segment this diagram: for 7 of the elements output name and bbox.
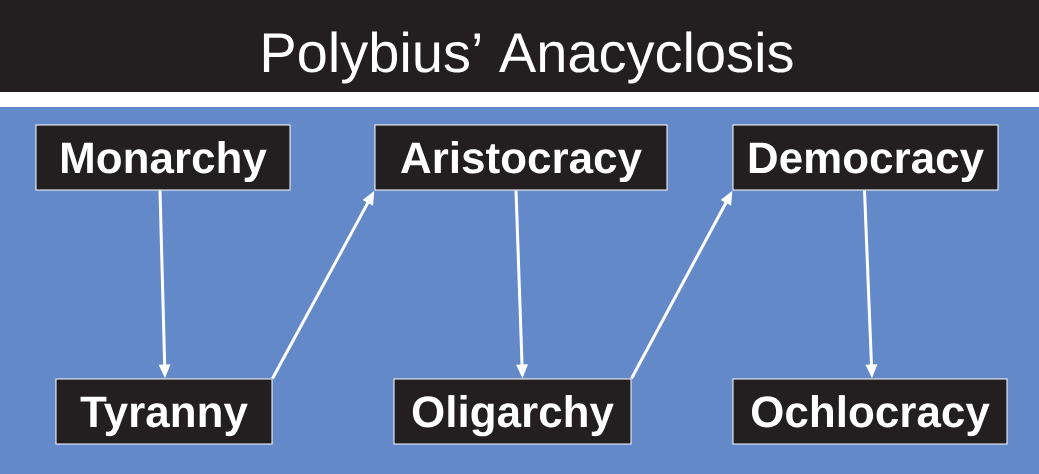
government-box: Ochlocracy — [732, 378, 1008, 445]
government-box: Tyranny — [55, 378, 273, 445]
government-box: Monarchy — [35, 124, 291, 191]
government-box: Oligarchy — [393, 378, 632, 445]
title-bar: Polybius’ Anacyclosis — [0, 0, 1039, 92]
government-box: Aristocracy — [374, 124, 668, 191]
government-box: Democracy — [732, 124, 999, 191]
